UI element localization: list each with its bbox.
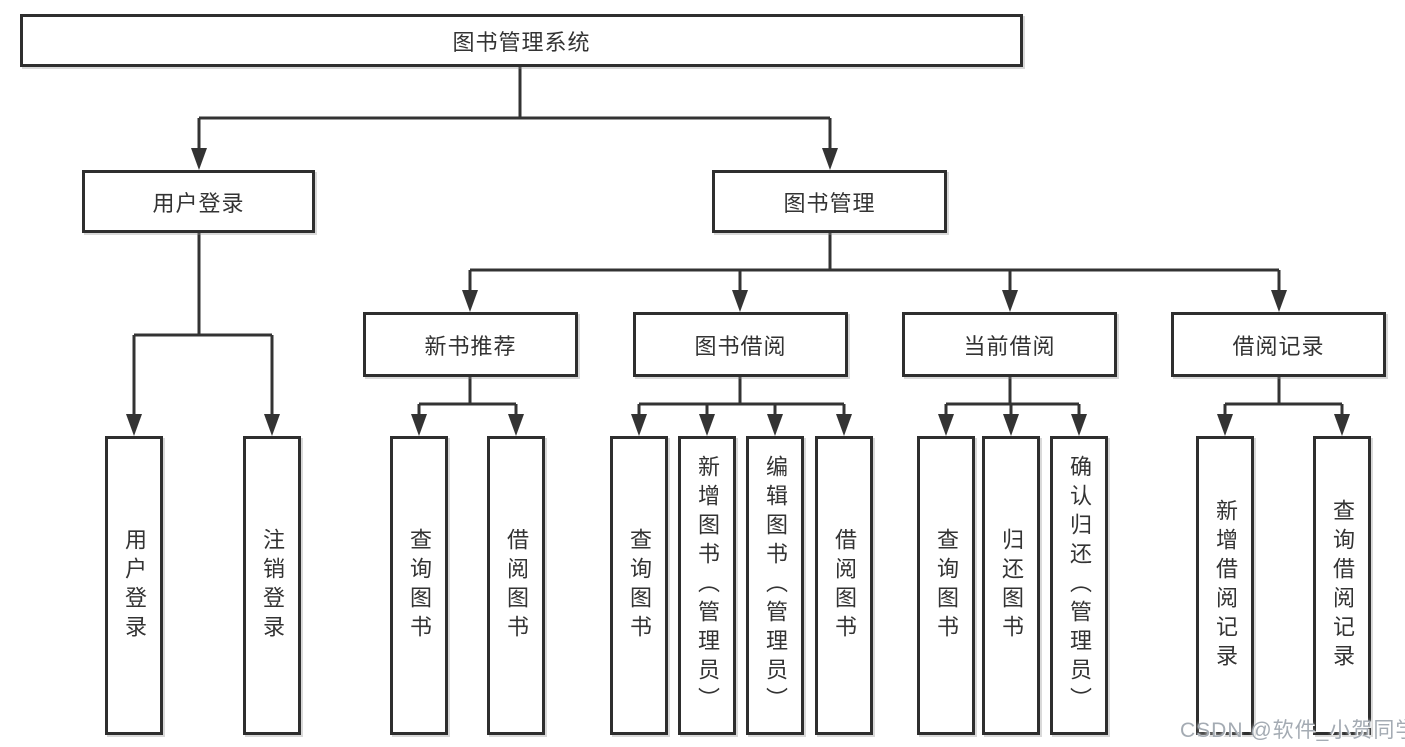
leaf-query-books-current-label: 查询图书 [934,527,959,644]
leaf-query-borrow-record-label: 查询借阅记录 [1330,498,1355,673]
leaf-borrow-books-recommend: 借阅图书 [487,436,545,735]
leaf-edit-books-admin: 编辑图书（管理员） [746,436,804,735]
leaf-query-books-borrow: 查询图书 [610,436,668,735]
leaf-logout: 注销登录 [243,436,301,735]
leaf-borrow-books-label: 借阅图书 [832,527,857,644]
leaf-add-borrow-record: 新增借阅记录 [1196,436,1254,735]
node-new-book-recommend: 新书推荐 [363,312,578,377]
leaf-logout-label: 注销登录 [260,527,285,644]
leaf-add-books-admin-label: 新增图书（管理员） [695,455,720,716]
node-user-login: 用户登录 [82,170,315,233]
leaf-query-books-recommend-label: 查询图书 [407,527,432,644]
leaf-add-borrow-record-label: 新增借阅记录 [1213,498,1238,673]
node-book-management-label: 图书管理 [783,190,876,216]
node-root-label: 图书管理系统 [452,29,591,55]
leaf-confirm-return-admin-label: 确认归还（管理员） [1067,455,1092,716]
node-book-borrow-label: 图书借阅 [694,333,787,359]
leaf-add-books-admin: 新增图书（管理员） [678,436,736,735]
node-current-borrow: 当前借阅 [902,312,1117,377]
connector-arrowheads [126,148,1350,436]
leaf-borrow-books-recommend-label: 借阅图书 [504,527,529,644]
node-new-book-recommend-label: 新书推荐 [424,333,517,359]
leaf-confirm-return-admin: 确认归还（管理员） [1050,436,1108,735]
leaf-user-login-label: 用户登录 [122,527,147,644]
leaf-query-borrow-record: 查询借阅记录 [1313,436,1371,735]
node-user-login-label: 用户登录 [152,190,245,216]
node-root-system: 图书管理系统 [20,14,1023,67]
leaf-user-login: 用户登录 [105,436,163,735]
node-current-borrow-label: 当前借阅 [963,333,1056,359]
node-borrow-records: 借阅记录 [1171,312,1386,377]
leaf-return-books: 归还图书 [982,436,1040,735]
node-borrow-records-label: 借阅记录 [1232,333,1325,359]
connector-lines [132,66,1344,418]
leaf-query-books-borrow-label: 查询图书 [627,527,652,644]
csdn-watermark: CSDN @软件_小贺同学 [1180,719,1405,742]
leaf-edit-books-admin-label: 编辑图书（管理员） [763,455,788,716]
leaf-query-books-current: 查询图书 [917,436,975,735]
node-book-management: 图书管理 [712,170,947,233]
node-book-borrow: 图书借阅 [633,312,848,377]
leaf-return-books-label: 归还图书 [999,527,1024,644]
leaf-borrow-books: 借阅图书 [815,436,873,735]
leaf-query-books-recommend: 查询图书 [390,436,448,735]
